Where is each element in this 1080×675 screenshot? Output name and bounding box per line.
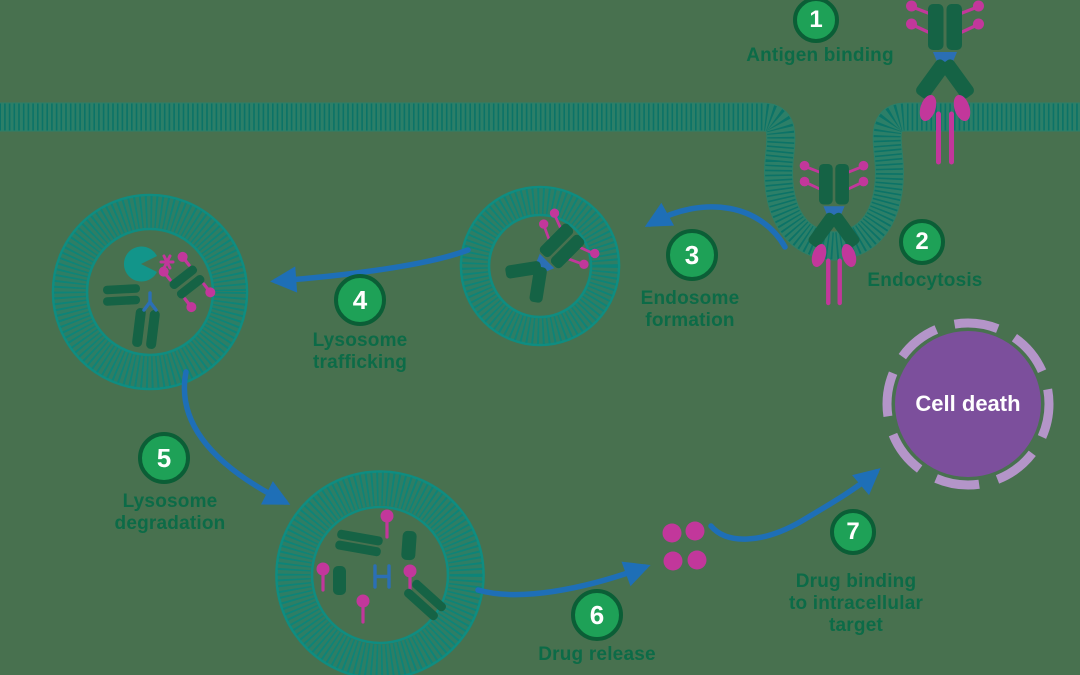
enzyme-pacman-icon xyxy=(123,246,157,282)
step-1-number: 1 xyxy=(809,6,823,33)
cell-membrane-bilayer xyxy=(0,102,1080,261)
step-3-badge: 3 xyxy=(666,229,718,281)
step-7-number: 7 xyxy=(846,518,860,545)
step-1-label: Antigen binding xyxy=(746,45,894,66)
step-5-badge: 5 xyxy=(138,432,190,484)
lysosome-degradation-arrow xyxy=(181,369,291,505)
degradation-vesicle-contents xyxy=(314,507,446,624)
step-5-label: Lysosome degradation xyxy=(114,491,226,534)
linker-fragment xyxy=(142,291,158,312)
step-6-label: Drug release xyxy=(538,644,656,665)
step-4-badge: 4 xyxy=(334,274,386,326)
degradation-vesicle xyxy=(275,470,485,675)
endosome-vesicle xyxy=(459,185,621,347)
lysosome-contents xyxy=(103,246,219,349)
step-1-badge: 1 xyxy=(793,0,839,43)
step-5-number: 5 xyxy=(156,442,172,473)
antibody-fragments xyxy=(103,284,160,349)
step-2-label: Endocytosis xyxy=(867,270,983,291)
lysosome-trafficking-arrow xyxy=(270,247,471,293)
step-3-number: 3 xyxy=(684,239,700,270)
adc-antibody-bound xyxy=(904,0,986,163)
step-2-badge: 2 xyxy=(899,219,945,265)
step-6-number: 6 xyxy=(589,599,605,630)
step-4-number: 4 xyxy=(352,284,368,315)
cell-death-circle xyxy=(882,318,1054,490)
step-7-badge: 7 xyxy=(830,509,876,555)
step-3-label: Endosome formation xyxy=(640,288,740,331)
step-7-label: Drug binding to intracellular target xyxy=(788,571,924,636)
drug-asterisk-icon xyxy=(159,254,175,270)
step-6-badge: 6 xyxy=(571,589,623,641)
drug-release-arrow xyxy=(475,561,651,598)
lysosome-vesicle xyxy=(51,193,249,391)
cell-death-label: Cell death xyxy=(915,391,1021,416)
linker-fragment xyxy=(373,564,391,589)
released-drug-dots xyxy=(662,521,707,571)
drug-binding-arrow xyxy=(708,468,881,542)
step-2-number: 2 xyxy=(915,228,929,255)
endosome-formation-arrow xyxy=(644,202,788,250)
step-4-label: Lysosome trafficking xyxy=(312,330,408,373)
